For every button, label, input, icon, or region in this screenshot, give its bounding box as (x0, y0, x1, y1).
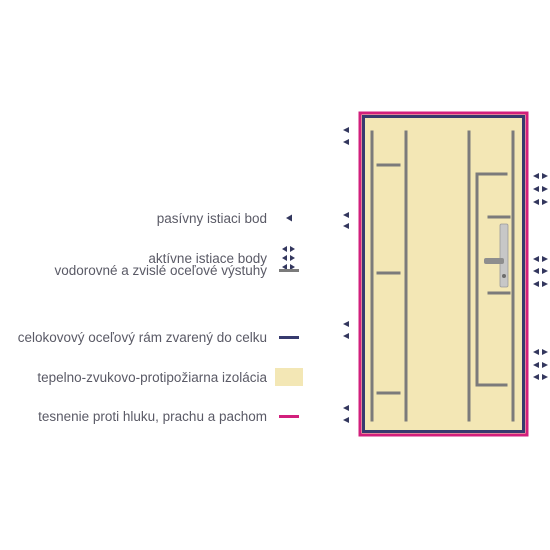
lock-reinforcement-frame (475, 172, 508, 387)
left-passive-points (343, 127, 349, 423)
door-handle (484, 223, 509, 288)
legend-label-passive: pasívny istiaci bod (156, 210, 267, 226)
legend-label-insulation: tepelno-zvukovo-protipožiarna izolácia (37, 369, 267, 385)
legend-label-seal: tesnenie proti hluku, prachu a pachom (38, 408, 267, 424)
seal-line-icon (275, 405, 303, 427)
right-active-points (533, 173, 548, 380)
legend-label-active: aktívne istiace body (148, 250, 267, 266)
legend-label-frame: celokovový oceľový rám zvarený do celku (17, 329, 267, 345)
legend-label-stiffeners: vodorovné a zvislé oceľové výstuhy (54, 262, 267, 278)
passive-point-icon (275, 207, 303, 229)
legend-row-passive: pasívny istiaci bod (0, 207, 305, 229)
legend-row-frame: celokovový oceľový rám zvarený do celku (0, 326, 305, 348)
insulation-fill-icon (275, 366, 303, 388)
legend-row-seal: tesnenie proti hluku, prachu a pachom (0, 405, 305, 427)
stiffener-line-icon (275, 259, 303, 281)
door-steel-frame (362, 115, 525, 433)
legend-row-stiffeners: vodorovné a zvislé oceľové výstuhy (0, 259, 305, 281)
right-stiffeners (467, 130, 515, 422)
legend-row-insulation: tepelno-zvukovo-protipožiarna izolácia (0, 366, 305, 388)
frame-line-icon (275, 326, 303, 348)
left-stiffeners (370, 130, 408, 422)
